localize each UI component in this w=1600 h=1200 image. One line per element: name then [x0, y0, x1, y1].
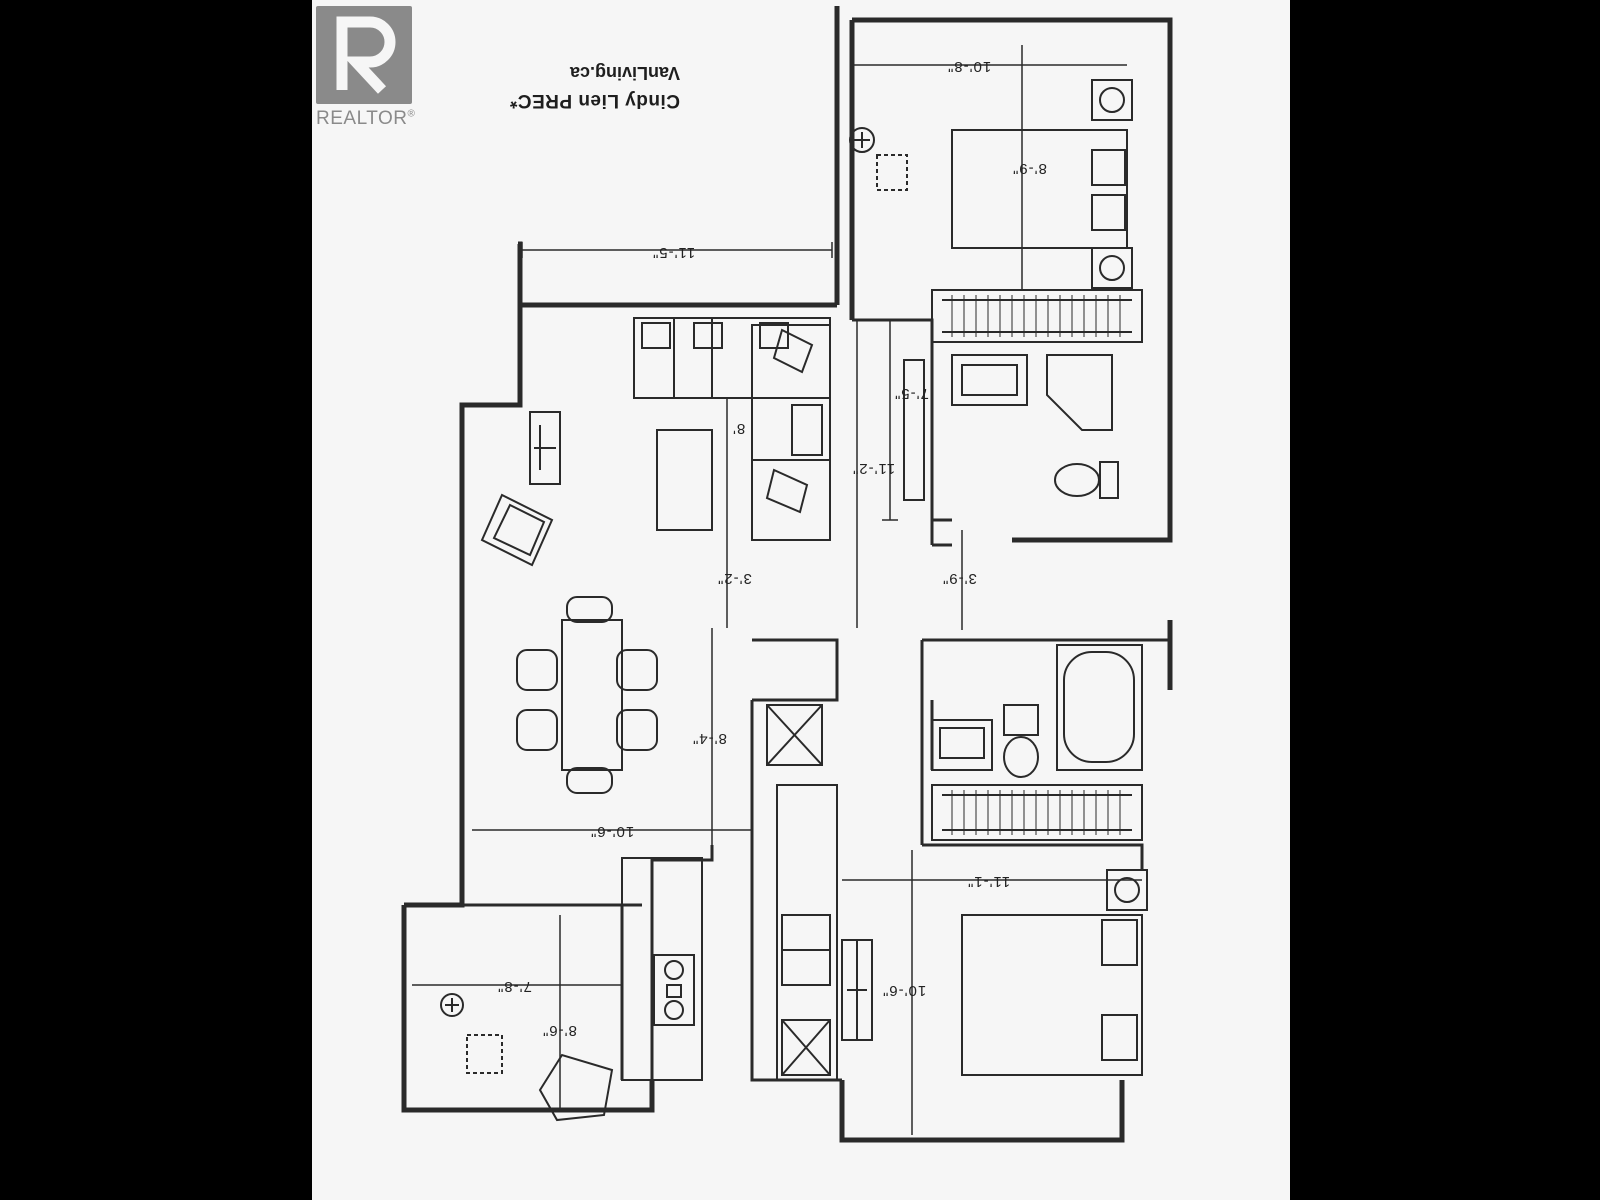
- ensuite-door: [903, 359, 925, 501]
- dim-ensuite-depth: 7'-5": [894, 385, 929, 402]
- dim-hall: 3'-9": [942, 570, 977, 587]
- dim-living-depth: 11'-2": [852, 460, 896, 477]
- nightstand-top-1: [1091, 79, 1133, 121]
- den-desk: [440, 993, 503, 1074]
- closet-bottom: [931, 784, 1143, 841]
- ensuite-vanity: [951, 354, 1028, 406]
- bathtub: [1056, 644, 1143, 771]
- dim-walkway: 3'-2": [717, 570, 752, 587]
- dim-dining-depth: 8'-4": [692, 730, 727, 747]
- exterior-walls: [401, 6, 1173, 1143]
- coffee-table: [656, 429, 713, 531]
- nightstand-top-2: [1091, 247, 1133, 289]
- floor-plan-sheet: REALTOR® Cindy Lien PREC* VanLiving.ca: [312, 0, 1290, 1200]
- desk-top: [849, 127, 908, 191]
- bed-top: [951, 129, 1128, 249]
- dim-master-width: 11'-1": [967, 873, 1011, 890]
- bath-toilet: [1003, 704, 1039, 778]
- cooktop: [653, 954, 695, 1026]
- dim-master-depth: 10'-6": [882, 982, 927, 999]
- ensuite-shower: [1046, 354, 1113, 431]
- ensuite-toilet: [1054, 461, 1119, 499]
- realtor-logo-mark: [316, 6, 412, 104]
- dining-table: [561, 619, 623, 771]
- tv-cabinet: [529, 411, 561, 485]
- closet-top: [931, 289, 1143, 343]
- interior-walls: [404, 318, 1170, 1082]
- pillow-sofa: [765, 328, 814, 514]
- kitchen-counter: [776, 784, 838, 1081]
- den-chair: [538, 1053, 614, 1122]
- realtor-logo: REALTOR®: [312, 0, 422, 135]
- floor-plan-drawing: [401, 6, 1173, 1143]
- kitchen-sink: [781, 914, 831, 986]
- sofa: [633, 317, 831, 541]
- dining-chairs: [516, 596, 658, 794]
- armchair: [480, 493, 554, 567]
- realtor-wordmark: REALTOR®: [316, 108, 416, 129]
- dishwasher: [766, 704, 823, 766]
- dim-dining-width: 10'-6": [590, 823, 635, 840]
- dim-den-depth: 8'-6": [542, 1022, 577, 1039]
- bath-vanity: [931, 719, 993, 771]
- dim-sofa-depth: 8': [732, 420, 746, 437]
- nightstand-master: [1106, 869, 1148, 911]
- kitchen-island: [621, 857, 703, 1081]
- dim-bedroom-top-depth: 8'-9": [1012, 160, 1047, 177]
- dim-living-width: 11'-5": [652, 244, 696, 261]
- bed-master: [961, 914, 1143, 1076]
- kitchen-door-window: [841, 939, 873, 1041]
- fridge: [781, 1019, 831, 1076]
- dimension-lines: [412, 45, 1142, 1135]
- dim-den-width: 7'-8": [497, 978, 532, 995]
- dim-bedroom-top-width: 10'-8": [947, 58, 992, 75]
